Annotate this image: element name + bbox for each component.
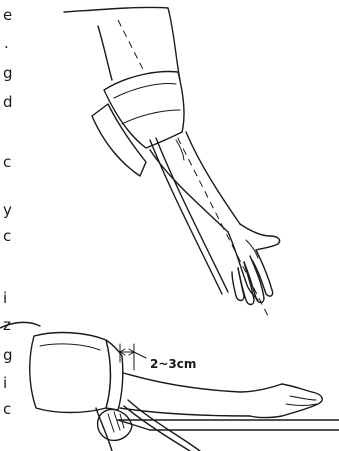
arm-outline-outer bbox=[98, 26, 112, 80]
margin-glyph: g bbox=[3, 64, 13, 82]
forearm-outline-inner bbox=[186, 132, 240, 224]
forearm-outline-outer bbox=[150, 150, 228, 232]
margin-glyph: c bbox=[3, 153, 11, 171]
forearm-top-outline bbox=[120, 372, 282, 392]
margin-glyph: . bbox=[4, 34, 9, 52]
margin-glyph: i bbox=[3, 289, 7, 307]
upper-arm-figure bbox=[64, 7, 280, 316]
margin-glyph: c bbox=[3, 227, 11, 245]
measurement-leader bbox=[134, 352, 146, 358]
palm-crease bbox=[246, 240, 258, 258]
bottom-air-tube-b bbox=[128, 400, 200, 451]
margin-glyph: y bbox=[3, 201, 12, 219]
margin-glyph: g bbox=[3, 346, 13, 364]
margin-glyph: i bbox=[3, 374, 7, 392]
clipped-margin-text: e . g d c y c i z g i c bbox=[3, 6, 13, 418]
arm-on-table-figure: 2~3cm bbox=[0, 322, 339, 451]
measurement-label: 2~3cm bbox=[150, 357, 196, 371]
margin-glyph: e bbox=[3, 6, 12, 24]
arm-outline-back bbox=[64, 7, 180, 80]
flat-hand-finger-lines bbox=[286, 396, 316, 406]
gripping-hand-fingers bbox=[108, 412, 124, 432]
margin-glyph: d bbox=[3, 93, 13, 111]
margin-glyph: c bbox=[3, 400, 11, 418]
